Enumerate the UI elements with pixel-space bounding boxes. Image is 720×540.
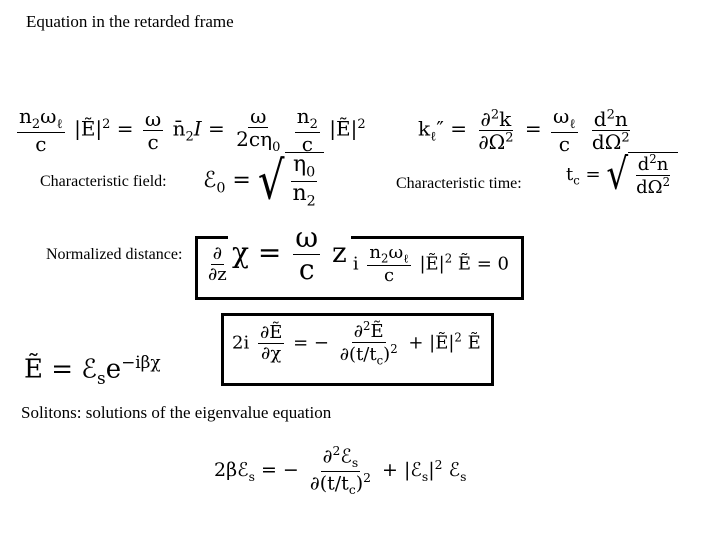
- normalized-distance-label: Normalized distance:: [46, 246, 183, 263]
- characteristic-field-label: Characteristic field:: [40, 173, 167, 190]
- page-title: Equation in the retarded frame: [26, 12, 234, 31]
- nls-equation-box: [195, 236, 524, 300]
- equation-eigenvalue: 2βℰs = − ∂2ℰs∂(t/tc)2 + |ℰs|2 ℰs: [214, 444, 467, 497]
- solitons-label: Solitons: solutions of the eigenvalue eq…: [21, 403, 332, 422]
- equation-normalized-nls: 2i ∂Ẽ∂χ = − ∂2Ẽ∂(t/tc)2 + |Ẽ|2 Ẽ: [232, 319, 481, 368]
- normalized-equation-box: [221, 313, 494, 386]
- equation-soliton-ansatz: Ẽ = ℰse−iβχ: [24, 352, 161, 388]
- characteristic-time-label: Characteristic time:: [396, 175, 522, 192]
